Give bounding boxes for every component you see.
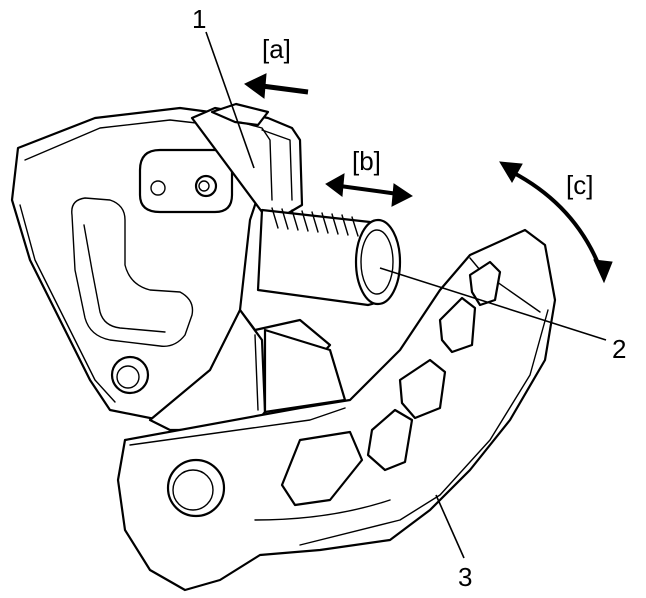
callout-2-label: 2 bbox=[612, 334, 626, 364]
curved-lever bbox=[116, 228, 557, 592]
leader-3 bbox=[435, 494, 465, 559]
leader-2 bbox=[379, 267, 607, 341]
arrow-c bbox=[499, 161, 613, 284]
lower-support bbox=[148, 308, 347, 432]
direction-a-label: [a] bbox=[262, 34, 291, 64]
leader-1 bbox=[205, 31, 255, 169]
arrow-a bbox=[244, 73, 309, 99]
arrow-b bbox=[325, 173, 413, 207]
direction-c-label: [c] bbox=[566, 170, 593, 200]
direction-b-label: [b] bbox=[352, 146, 381, 176]
callout-1-label: 1 bbox=[192, 4, 206, 34]
callout-3-label: 3 bbox=[458, 562, 472, 592]
shaft bbox=[256, 207, 402, 307]
